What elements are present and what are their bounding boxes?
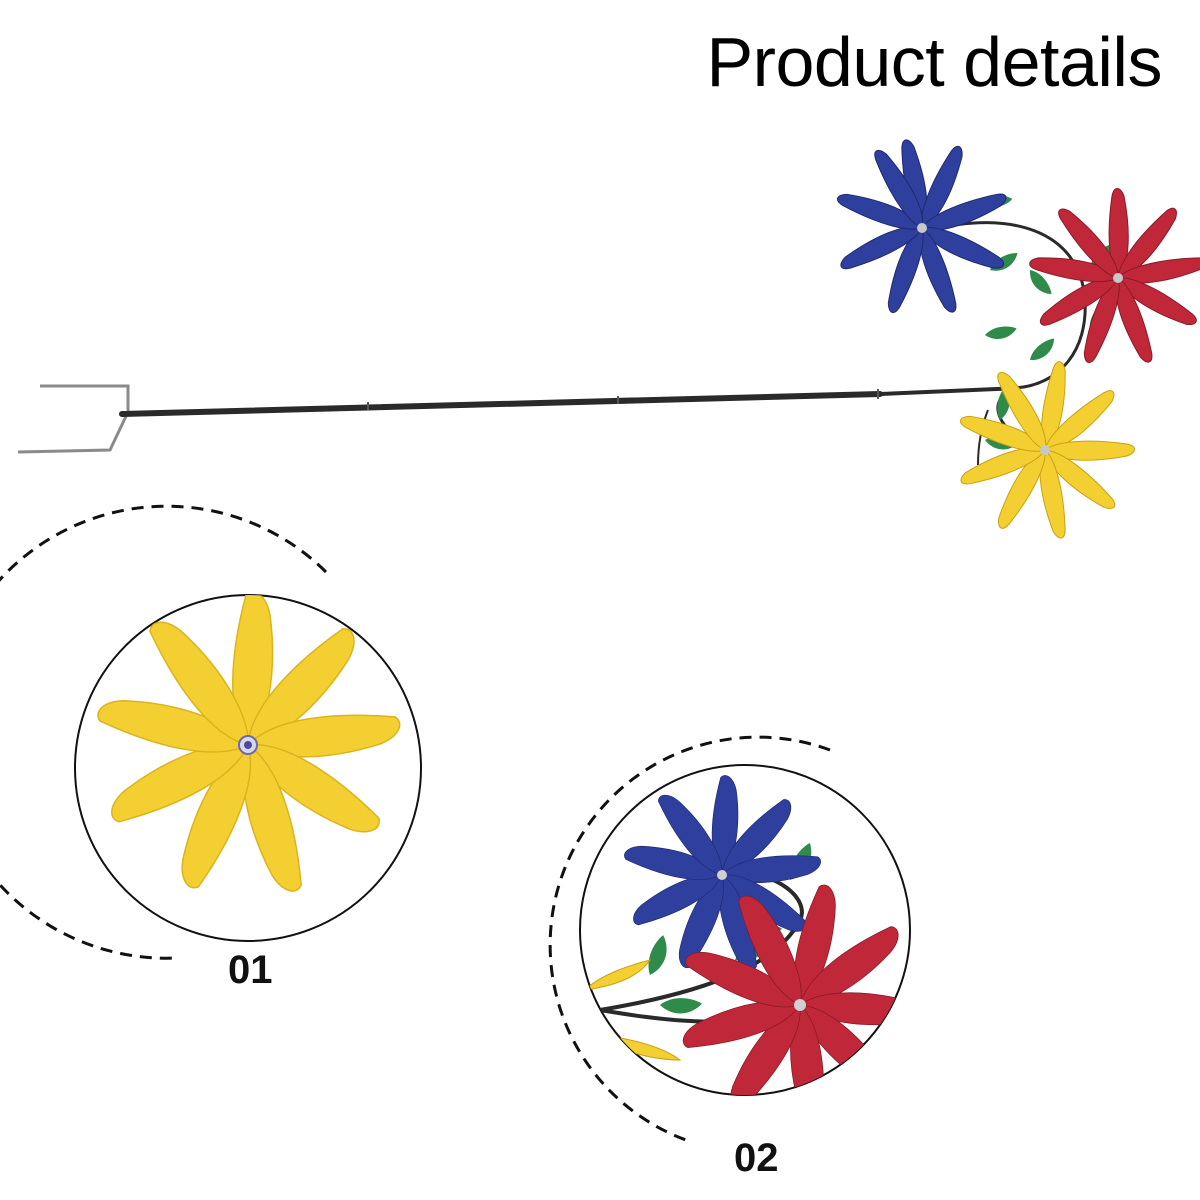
- yellow-flower-closeup: [93, 595, 404, 898]
- detail-01-callout: [0, 504, 422, 960]
- detail-label-01: 01: [228, 948, 273, 992]
- blue-flower-closeup: [621, 775, 824, 975]
- blue-pinwheel-flower: [834, 137, 1011, 317]
- garden-stake: [17, 221, 1114, 466]
- red-pinwheel-flower: [1027, 188, 1200, 367]
- red-flower-closeup: [677, 881, 910, 1095]
- detail-label-02: 02: [734, 1136, 779, 1180]
- yellow-pinwheel-flower: [956, 359, 1135, 541]
- detail-02-callout: [548, 735, 911, 1142]
- page-title: Product details: [706, 23, 1162, 101]
